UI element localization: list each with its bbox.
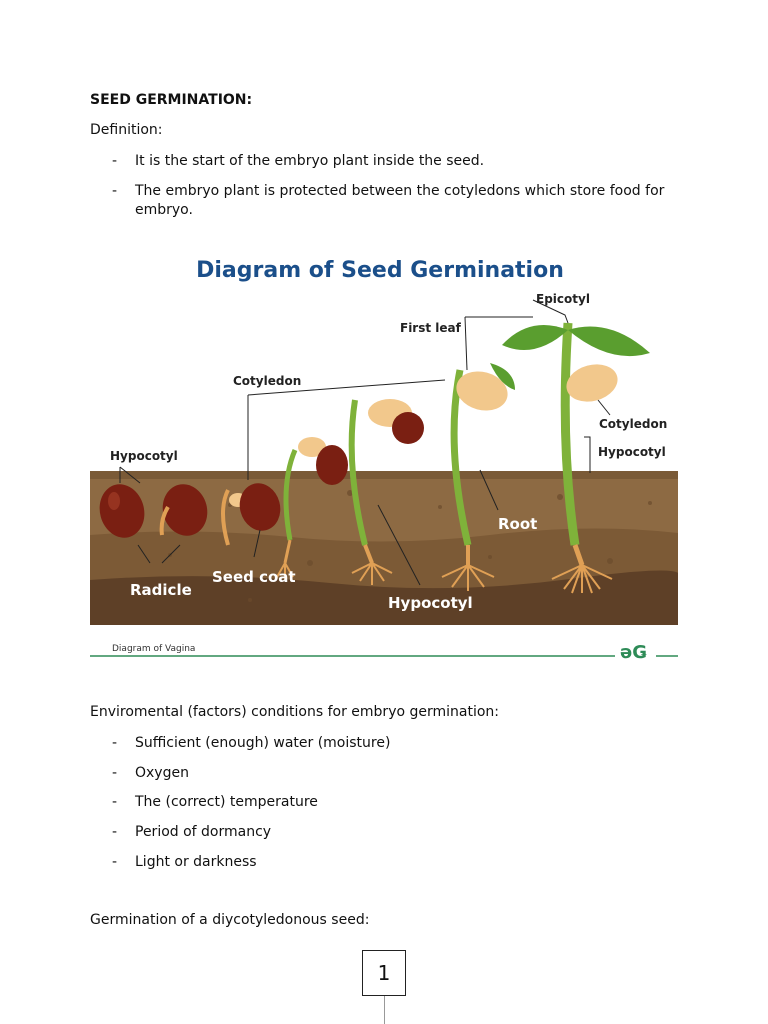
label-hypocotyl-left: Hypocotyl	[110, 449, 178, 463]
label-root: Root	[498, 515, 537, 533]
label-cotyledon-top: Cotyledon	[233, 374, 301, 388]
factor-item: - Light or darkness	[112, 853, 672, 872]
soil	[90, 471, 678, 625]
brand-logo: ǝǤ	[620, 642, 647, 663]
leader-lines	[119, 299, 611, 586]
bullet-marker: -	[112, 153, 118, 169]
seed-stage-7	[502, 322, 650, 566]
seed-stage-1	[99, 484, 145, 538]
factors-intro: Enviromental (factors) conditions for em…	[90, 704, 500, 720]
label-seed-coat: Seed coat	[212, 568, 296, 586]
factor-text: Period of dormancy	[135, 824, 272, 840]
definition-text: It is the start of the embryo plant insi…	[135, 153, 485, 169]
factor-item: - Oxygen	[112, 764, 672, 783]
page-number: 1	[362, 950, 406, 996]
document-title: SEED GERMINATION:	[90, 92, 253, 108]
factor-item: - The (correct) temperature	[112, 793, 672, 812]
factor-text: Sufficient (enough) water (moisture)	[135, 735, 391, 751]
bullet-marker: -	[112, 794, 118, 810]
page-number-connector	[384, 996, 385, 1024]
bullet-marker: -	[112, 735, 118, 751]
factor-text: Light or darkness	[135, 854, 257, 870]
label-cotyledon-right: Cotyledon	[599, 417, 667, 431]
bullet-marker: -	[112, 765, 118, 781]
diagram-title: Diagram of Seed Germination	[196, 258, 564, 283]
seed-stage-2	[159, 484, 208, 536]
label-first-leaf: First leaf	[400, 321, 462, 335]
seed-stage-4	[283, 437, 348, 564]
definition-label: Definition:	[90, 122, 163, 138]
label-hypocotyl-right: Hypocotyl	[598, 445, 666, 459]
diagram-caption: Diagram of Vagina	[112, 644, 195, 654]
factor-text: The (correct) temperature	[135, 794, 318, 810]
label-epicotyl: Epicotyl	[536, 292, 590, 306]
bullet-marker: -	[112, 854, 118, 870]
label-hypocotyl-bottom: Hypocotyl	[388, 594, 473, 612]
seed-stage-5	[348, 399, 424, 564]
seed-stage-6	[450, 363, 515, 565]
bullet-marker: -	[112, 824, 118, 840]
dicot-heading: Germination of a diycotyledonous seed:	[90, 912, 370, 928]
definition-item: - It is the start of the embryo plant in…	[112, 152, 672, 171]
factor-text: Oxygen	[135, 765, 189, 781]
roots	[276, 562, 613, 594]
factor-item: - Period of dormancy	[112, 823, 672, 842]
seed-germination-diagram: Diagram of Seed Germination	[90, 245, 678, 665]
factor-item: - Sufficient (enough) water (moisture)	[112, 734, 672, 753]
definition-item: - The embryo plant is protected between …	[112, 182, 672, 220]
label-radicle: Radicle	[130, 581, 192, 599]
bullet-marker: -	[112, 183, 118, 199]
definition-text: The embryo plant is protected between th…	[135, 183, 665, 218]
seed-stage-3	[221, 483, 281, 546]
